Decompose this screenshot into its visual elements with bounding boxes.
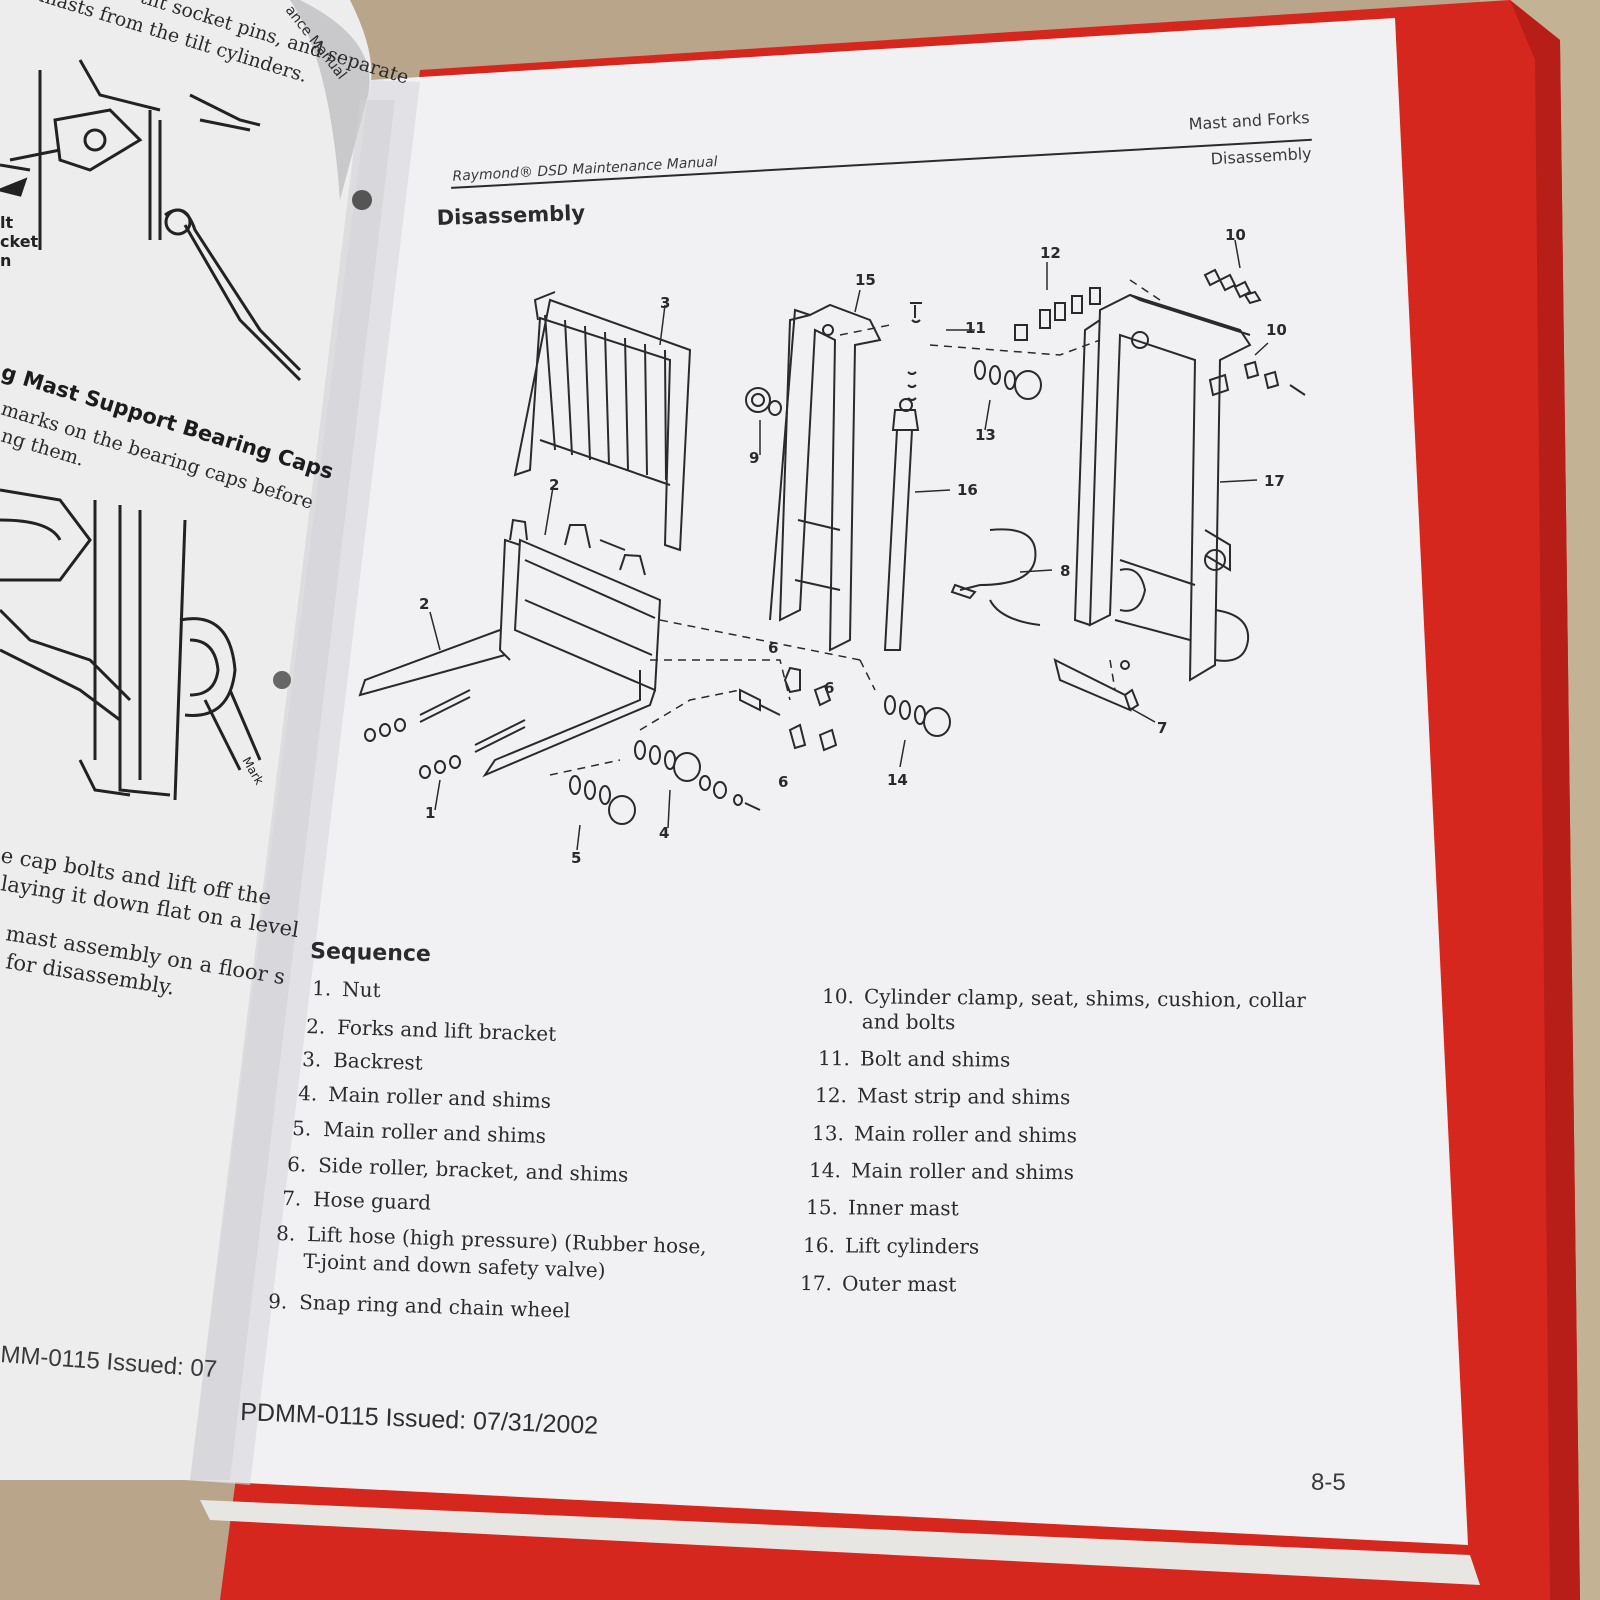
callout-10b: 10 [1266,321,1287,339]
seq-right-num-10: 10. [822,984,854,1008]
callout-14: 14 [887,771,908,789]
right-page [185,18,1468,1545]
callout-17: 17 [1264,472,1285,490]
sequence-title: Sequence [310,939,431,967]
seq-right-text-16: Lift cylinders [845,1233,979,1258]
page-number: 8-5 [1311,1469,1346,1496]
seq-right-num-13: 13. [812,1121,844,1145]
seq-left-num-9: 9. [268,1289,288,1314]
inner-mast-part [769,303,882,652]
seq-right-text-17: Outer mast [842,1271,956,1296]
callout-6b: 6 [824,679,834,697]
callout-16: 16 [957,481,978,499]
outer-mast-part [1073,293,1252,682]
callout-12: 12 [1040,244,1061,262]
callout-6a: 6 [768,639,778,657]
seq-left-num-1: 1. [312,976,332,1001]
diagram-callouts: 1 2 2 3 4 5 6 6 6 7 8 9 10 10 11 12 13 1… [419,226,1287,867]
leader-lines [429,239,1269,851]
seq-right-num-16: 16. [803,1233,835,1257]
callout-3: 3 [660,294,670,312]
seq-right-text-14: Main roller and shims [851,1158,1074,1184]
seq-left-text-7: Hose guard [313,1187,432,1215]
header-rule [451,138,1312,189]
binder-edge-shade [1510,0,1580,1600]
left-page-curl [290,0,370,200]
seq-right-text-15: Inner mast [848,1195,959,1220]
mast-exploded-diagram [358,239,1306,851]
fork-carriage-part [358,518,662,778]
seq-left-text-3: Backrest [333,1048,423,1075]
seq-right-num-12: 12. [815,1083,847,1107]
lift-hose-part [950,528,1041,626]
callout-7: 7 [1157,719,1167,737]
callout-9: 9 [749,449,759,467]
seq-left-num-5: 5. [292,1116,312,1141]
callout-2a: 2 [549,476,559,494]
binding-shadow [190,100,395,1480]
seq-right-num-11: 11. [818,1046,850,1070]
seq-right-num-14: 14. [809,1158,841,1182]
seq-right-text-10: Cylinder clamp, seat, shims, cushion, co… [864,984,1307,1012]
left-page [0,0,372,1480]
backrest-part [513,291,692,552]
seq-left-num-4: 4. [298,1081,318,1106]
left-callout-2: cket [0,232,39,251]
seq-right-text-10b: and bolts [862,1009,956,1034]
callout-6c: 6 [778,773,788,791]
seq-left-num-3: 3. [302,1047,322,1072]
seq-right-text-13: Main roller and shims [854,1121,1077,1147]
ring-hole-middle [273,671,291,689]
seq-left-num-2: 2. [306,1014,326,1039]
assembly-guide-lines [549,279,1161,776]
callout-10a: 10 [1225,226,1246,244]
ring-hole-top [352,190,372,210]
roller-groups [364,360,1042,825]
section-title: Disassembly [436,201,585,230]
callout-13: 13 [975,426,996,444]
seq-right-text-11: Bolt and shims [860,1046,1010,1071]
seq-right-num-15: 15. [806,1195,838,1219]
seq-left-num-8: 8. [276,1221,296,1246]
seq-right-num-17: 17. [800,1271,832,1295]
lift-cylinder-part [883,302,922,651]
callout-5: 5 [571,849,581,867]
callout-2b: 2 [419,595,429,613]
callout-15: 15 [855,271,876,289]
callout-1: 1 [425,804,435,822]
callout-8: 8 [1060,562,1070,580]
callout-11: 11 [965,319,986,337]
seq-left-num-7: 7. [282,1186,302,1211]
bearing-cap-illustration [0,488,262,801]
seq-left-num-6: 6. [287,1152,307,1177]
page-stack-edge [200,1500,1480,1585]
shim-groups [739,268,1306,752]
tilt-socket-illustration [0,59,302,382]
seq-right-text-12: Mast strip and shims [857,1083,1070,1109]
left-callout-3: n [0,251,11,270]
hose-guard-part [1053,658,1140,712]
left-callout-1: lt [0,213,13,232]
callout-4: 4 [659,824,669,842]
seq-left-text-1: Nut [342,977,381,1002]
sequence-list-right: 10. Cylinder clamp, seat, shims, cushion,… [800,984,1307,1296]
